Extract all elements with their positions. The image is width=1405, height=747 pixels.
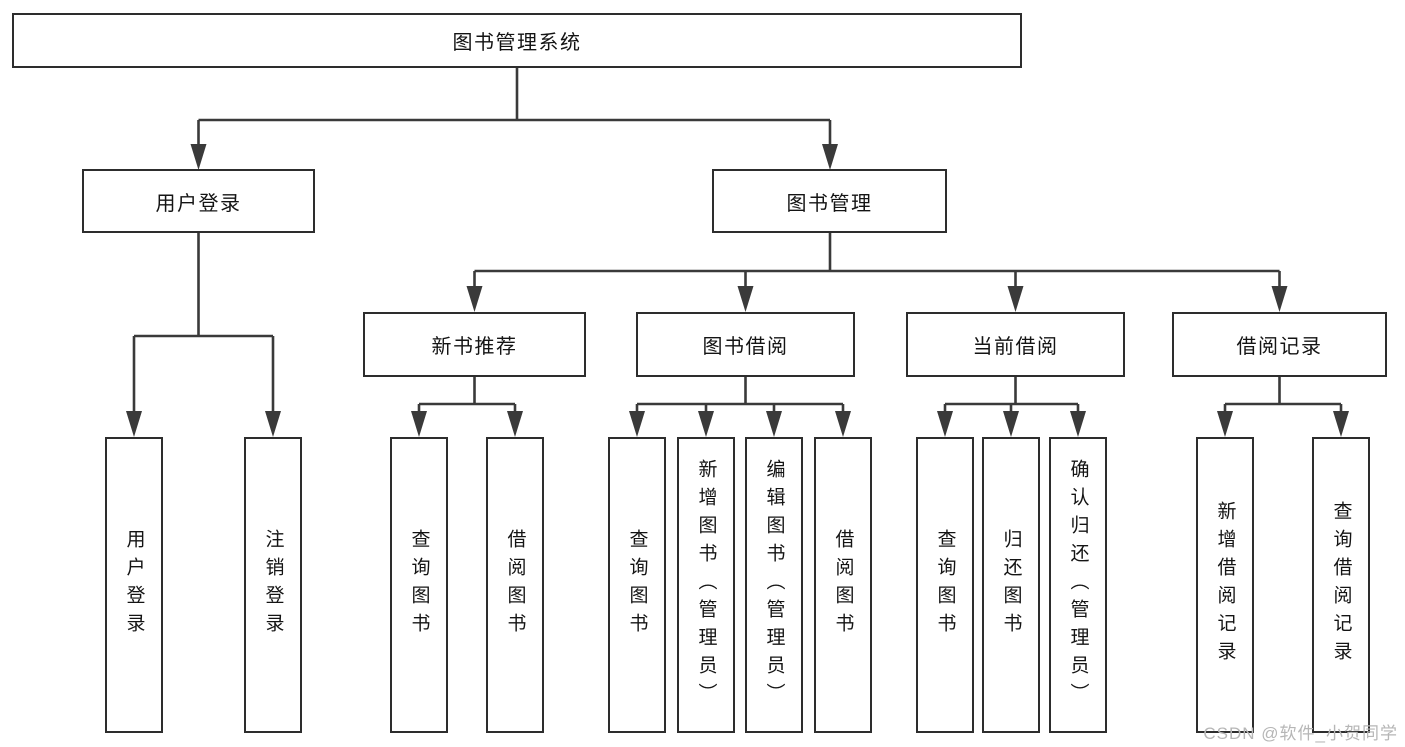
leaf-user-login: 用户登录 (105, 437, 163, 733)
leaf-label: 编辑图书（管理员） (763, 459, 785, 711)
leaf-borrow-add-admin: 新增图书（管理员） (677, 437, 735, 733)
leaf-record-add: 新增借阅记录 (1196, 437, 1254, 733)
leaf-label: 确认归还（管理员） (1067, 459, 1089, 711)
leaf-logout: 注销登录 (244, 437, 302, 733)
node-book-management: 图书管理 (712, 169, 947, 233)
leaf-borrow-query: 查询图书 (608, 437, 666, 733)
leaf-label: 查询图书 (408, 529, 430, 641)
leaf-newbook-query: 查询图书 (390, 437, 448, 733)
leaf-label: 查询图书 (626, 529, 648, 641)
leaf-label: 新增借阅记录 (1214, 501, 1236, 669)
node-current-borrow: 当前借阅 (906, 312, 1125, 377)
tree-connector-segments (132, 68, 1343, 415)
leaf-current-confirm-return-admin: 确认归还（管理员） (1049, 437, 1107, 733)
node-book-borrow: 图书借阅 (636, 312, 855, 377)
node-borrow-record: 借阅记录 (1172, 312, 1387, 377)
leaf-label: 新增图书（管理员） (695, 459, 717, 711)
leaf-label: 归还图书 (1000, 529, 1022, 641)
leaf-label: 用户登录 (123, 529, 145, 641)
leaf-record-query: 查询借阅记录 (1312, 437, 1370, 733)
node-new-book-recommend: 新书推荐 (363, 312, 586, 377)
leaf-current-return: 归还图书 (982, 437, 1040, 733)
node-root-system: 图书管理系统 (12, 13, 1022, 68)
leaf-label: 查询借阅记录 (1330, 501, 1352, 669)
leaf-borrow-edit-admin: 编辑图书（管理员） (745, 437, 803, 733)
node-user-login: 用户登录 (82, 169, 315, 233)
leaf-label: 借阅图书 (832, 529, 854, 641)
leaf-newbook-borrow: 借阅图书 (486, 437, 544, 733)
leaf-label: 查询图书 (934, 529, 956, 641)
leaf-borrow-book: 借阅图书 (814, 437, 872, 733)
leaf-current-query: 查询图书 (916, 437, 974, 733)
csdn-watermark: CSDN @软件_小贺同学 (1203, 724, 1398, 743)
leaf-label: 借阅图书 (504, 529, 526, 641)
leaf-label: 注销登录 (262, 529, 284, 641)
